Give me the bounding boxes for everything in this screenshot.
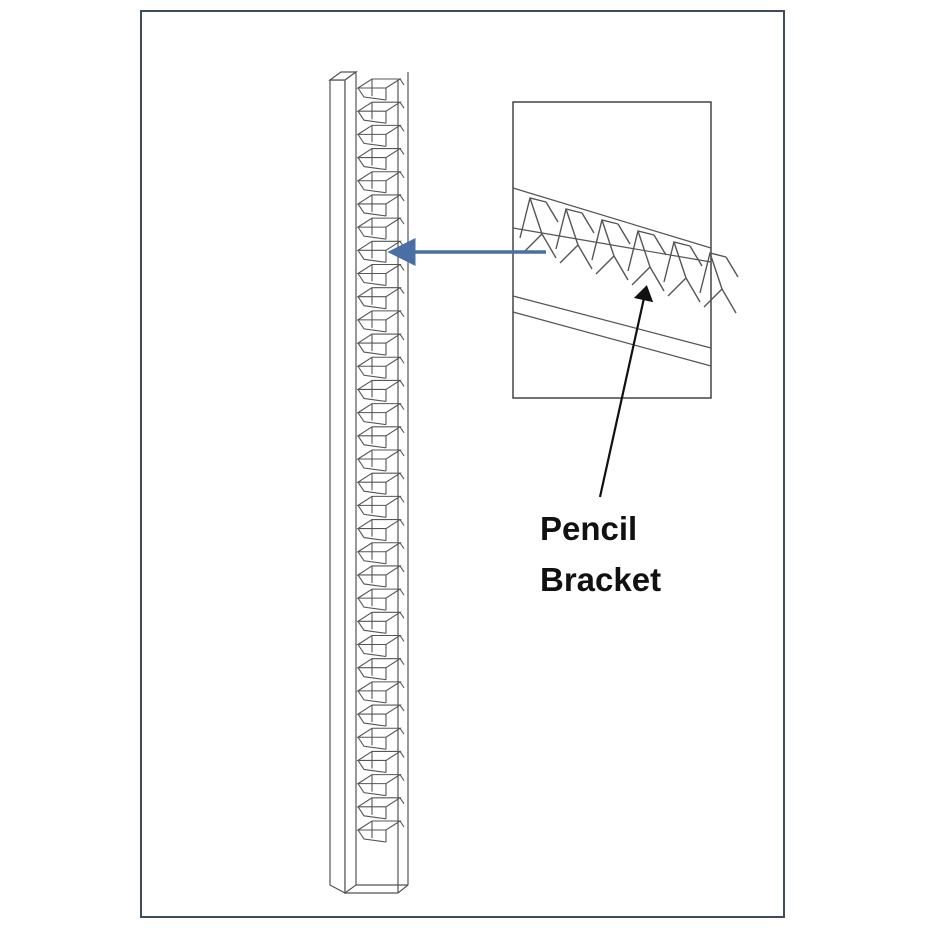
- rail-bracket: [356, 263, 405, 287]
- zoom-inset: [512, 101, 739, 399]
- rail-bracket: [356, 519, 405, 542]
- rail-bracket: [356, 820, 405, 843]
- rail-bracket: [356, 403, 405, 426]
- callout-label-line-1: Pencil: [540, 510, 638, 547]
- rail-bracket: [356, 472, 405, 495]
- rail-bracket: [356, 565, 405, 588]
- rail-bracket: [356, 797, 405, 820]
- rail-brackets: [356, 78, 405, 843]
- rail-side-face: [344, 70, 357, 895]
- rail-bracket: [356, 287, 405, 310]
- rail-bracket: [356, 681, 405, 704]
- inset-bracket: [519, 197, 559, 259]
- inset-bracket: [699, 252, 739, 314]
- rail-bracket: [356, 78, 405, 101]
- rail-bracket: [356, 426, 405, 449]
- inset-bracket: [627, 230, 667, 292]
- rail-bracket: [356, 194, 405, 217]
- rail-bracket: [356, 704, 405, 727]
- callout-label-line-2: Bracket: [540, 561, 662, 598]
- rail-bracket: [356, 495, 405, 518]
- callout-arrow: [598, 285, 654, 498]
- rail-bracket: [356, 542, 405, 565]
- rail-bracket: [356, 310, 405, 333]
- rail-bracket: [356, 171, 405, 194]
- rail-bracket: [356, 750, 405, 773]
- rail-bracket: [356, 124, 405, 147]
- rail-bracket: [356, 356, 405, 379]
- rail-back-edge: [397, 884, 409, 894]
- inset-bracket: [591, 219, 631, 281]
- rail-bracket: [356, 379, 405, 402]
- rail-bracket: [356, 727, 405, 750]
- rail-bracket: [356, 101, 405, 124]
- inset-brackets: [519, 197, 739, 314]
- inset-bracket: [555, 208, 595, 270]
- rail-bracket: [356, 449, 405, 472]
- rail-bracket: [356, 333, 405, 356]
- rail-bracket: [356, 217, 405, 240]
- rail: [328, 70, 409, 895]
- rail-bracket: [356, 658, 405, 681]
- rail-front-face: [329, 79, 346, 894]
- rail-bracket: [356, 611, 405, 634]
- rail-bracket: [356, 774, 405, 797]
- rail-bracket: [356, 588, 405, 611]
- rail-bracket: [356, 240, 405, 263]
- rail-bracket: [356, 634, 405, 658]
- inset-bracket: [663, 241, 703, 303]
- inset-rail-lines: [512, 187, 712, 367]
- rail-bracket: [356, 148, 405, 171]
